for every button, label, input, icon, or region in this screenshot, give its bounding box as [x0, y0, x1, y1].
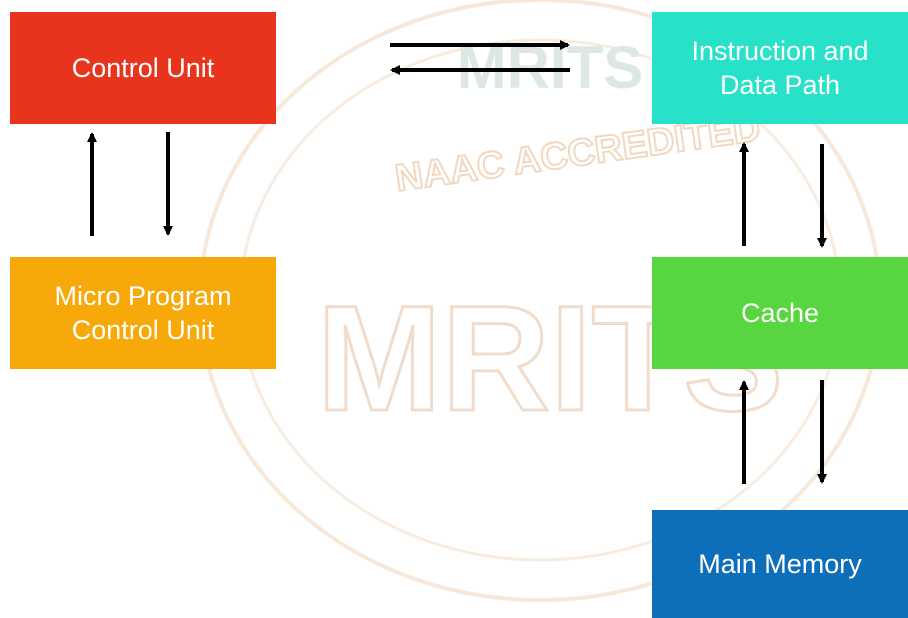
cache-box: Cache — [652, 257, 908, 369]
instruction-data-path-box: Instruction and Data Path — [652, 12, 908, 124]
control-unit-box: Control Unit — [10, 12, 276, 124]
micro-program-control-unit-box: Micro Program Control Unit — [10, 257, 276, 369]
watermark-small-text: MRITS — [457, 34, 644, 101]
main-memory-box: Main Memory — [652, 510, 908, 618]
